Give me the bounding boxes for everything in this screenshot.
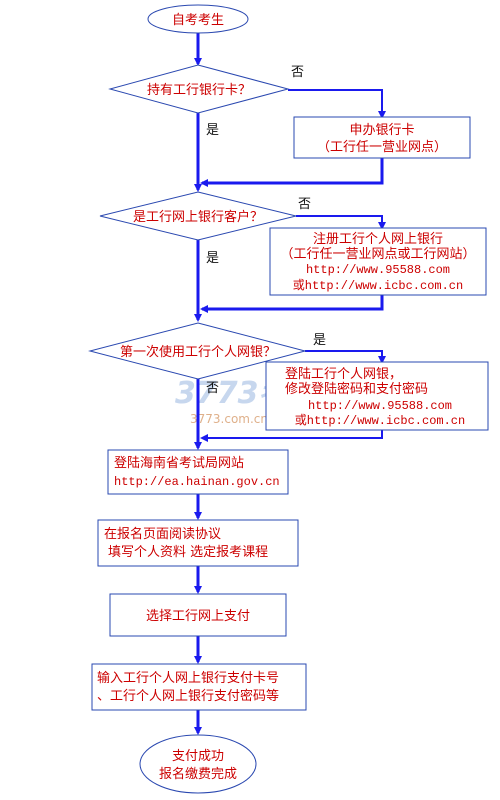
login-site-box: 登陆海南省考试局网站 http://ea.hainan.gov.cn	[107, 449, 289, 495]
svg-text:登陆海南省考试局网站: 登陆海南省考试局网站	[114, 455, 244, 471]
svg-text:第一次使用工行个人网银？: 第一次使用工行个人网银？	[120, 344, 276, 360]
label-first-yes: 是	[313, 333, 326, 348]
svg-text:支付成功: 支付成功	[172, 749, 224, 764]
svg-text:或http://www.icbc.com.cn: 或http://www.icbc.com.cn	[295, 413, 465, 428]
svg-text:http://www.95588.com: http://www.95588.com	[306, 263, 450, 277]
decision-first-use: 第一次使用工行个人网银？	[88, 322, 307, 380]
svg-text:是工行网上银行客户？: 是工行网上银行客户？	[133, 209, 263, 225]
decision-online-customer: 是工行网上银行客户？	[99, 191, 297, 241]
svg-text:修改登陆密码和支付密码: 修改登陆密码和支付密码	[285, 381, 428, 397]
arrow-card-no	[288, 89, 386, 119]
login-modify-box: 登陆工行个人网银， 修改登陆密码和支付密码 http://www.95588.c…	[265, 361, 489, 431]
label-card-no: 否	[291, 65, 304, 80]
svg-text:输入工行个人网上银行支付卡号: 输入工行个人网上银行支付卡号	[97, 670, 279, 686]
arrow-first-yes	[305, 350, 386, 364]
svg-text:、工行个人网上银行支付密码等: 、工行个人网上银行支付密码等	[97, 688, 279, 704]
svg-text:报名缴费完成: 报名缴费完成	[159, 766, 237, 782]
svg-text:选择工行网上支付: 选择工行网上支付	[146, 609, 250, 624]
start-node: 自考考生	[147, 4, 249, 34]
svg-text:登陆工行个人网银，: 登陆工行个人网银，	[285, 366, 402, 382]
end-node: 支付成功 报名缴费完成	[139, 734, 257, 794]
decision-has-card: 持有工行银行卡？	[108, 64, 290, 114]
arrow-opencard-return	[200, 158, 384, 187]
label-first-no: 否	[206, 381, 219, 396]
svg-text:申办银行卡: 申办银行卡	[349, 123, 414, 138]
svg-text:http://www.95588.com: http://www.95588.com	[308, 399, 452, 413]
arrow-online-no	[296, 215, 386, 230]
svg-text:（工行任一营业网点或工行网站）: （工行任一营业网点或工行网站）	[280, 247, 475, 262]
read-agreement-box: 在报名页面阅读协议 填写个人资料 选定报考课程	[97, 519, 299, 567]
arrow-modify-return	[200, 430, 383, 442]
svg-text:填写个人资料 选定报考课程: 填写个人资料 选定报考课程	[108, 545, 268, 560]
svg-text:3773.com.cn: 3773.com.cn	[190, 412, 268, 426]
svg-text:或http://www.icbc.com.cn: 或http://www.icbc.com.cn	[293, 278, 463, 293]
svg-text:注册工行个人网上银行: 注册工行个人网上银行	[313, 232, 443, 247]
svg-text:（工行任一营业网点）: （工行任一营业网点）	[317, 140, 447, 155]
choose-pay-box: 选择工行网上支付	[109, 593, 287, 637]
svg-text:持有工行银行卡？: 持有工行银行卡？	[147, 83, 251, 98]
label-card-yes: 是	[206, 123, 219, 138]
svg-text:自考考生: 自考考生	[172, 13, 224, 28]
svg-text:在报名页面阅读协议: 在报名页面阅读协议	[104, 526, 221, 542]
arrow-register-return	[200, 295, 384, 313]
open-card-box: 申办银行卡 （工行任一营业网点）	[293, 116, 471, 159]
svg-text:http://ea.hainan.gov.cn: http://ea.hainan.gov.cn	[114, 475, 280, 489]
register-online-box: 注册工行个人网上银行 （工行任一营业网点或工行网站） http://www.95…	[269, 227, 487, 296]
label-online-no: 否	[298, 197, 311, 212]
label-online-yes: 是	[206, 251, 219, 266]
input-pay-box: 输入工行个人网上银行支付卡号 、工行个人网上银行支付密码等	[91, 663, 307, 711]
